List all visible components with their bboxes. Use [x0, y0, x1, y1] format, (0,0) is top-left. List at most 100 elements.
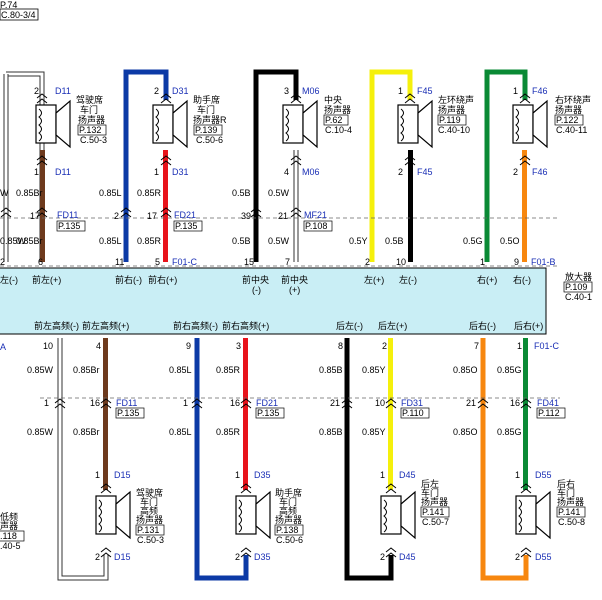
diagram-label: FD41 [537, 398, 559, 408]
diagram-label: 车门 [279, 496, 297, 507]
diagram-label: 0.85B [319, 365, 343, 375]
wire-label: 0.85Br [16, 236, 43, 246]
diagram-label: 0.85L [169, 427, 192, 437]
speaker-name: 助手席 [193, 94, 220, 105]
pin-label: 10 [43, 341, 53, 351]
diagram-label: 驾驶席 [136, 487, 163, 498]
wire-orange-bottom [480, 338, 529, 581]
pin-label: 17 [147, 211, 157, 221]
diagram-label: 21 [330, 398, 340, 408]
speaker-right-surround [512, 93, 548, 166]
page-ref: P.62 [325, 115, 342, 125]
wire-label: 0.5O [500, 236, 520, 246]
terminal-label: 前右(-) [115, 274, 142, 285]
pin-label: 10 [396, 257, 406, 267]
diagram-label: 0.85O [453, 365, 478, 375]
pin-label: 2 [0, 257, 5, 267]
diagram-label: P.131 [137, 525, 159, 535]
top-speaker-labels: 2 D11 驾驶席 车门 扬声器 P.132 C.50-3 1 D11 2 D3… [34, 86, 591, 177]
diagram-label: 0.85O [453, 427, 478, 437]
pin-label: 1 [34, 167, 39, 177]
diagram-label: 扬声器 [557, 496, 584, 507]
diagram-label: D35 [254, 470, 271, 480]
speaker-name: 左环绕声 [438, 94, 474, 105]
speaker-name: 右环绕声 [555, 94, 591, 105]
terminal-label: 后右(+) [514, 320, 543, 331]
diagram-label: D45 [399, 470, 416, 480]
diagram-label: 车门 [140, 496, 158, 507]
top-reference: P.74 C.80-3/4 [0, 0, 39, 21]
diagram-label: D55 [535, 470, 552, 480]
connector-label: A [0, 342, 6, 352]
diagram-label: 0.85B [319, 427, 343, 437]
pin-label: 4 [284, 167, 289, 177]
connector-label: F45 [417, 167, 433, 177]
terminal-label: (+) [289, 285, 300, 295]
amplifier-bottom-terminals: 前左高频(-) 前左高频(+) 前右高频(-) 前右高频(+) 后左(-) 后左… [34, 320, 543, 331]
diagram-label: D45 [399, 552, 416, 562]
diagram-label: 2 [95, 552, 100, 562]
grid-ref: C.50-6 [196, 135, 223, 145]
wire-green-top [484, 69, 528, 262]
wire-yellow-top [369, 69, 413, 262]
wire-red-top [163, 150, 168, 262]
page-ref: P.135 [58, 221, 80, 231]
wire-label: W [0, 188, 9, 198]
diagram-label: 后左 [421, 478, 439, 489]
amplifier-bottom-pins: 10 4 9 3 8 2 7 1 F01-C [43, 341, 560, 351]
diagram-label: 扬声器 [421, 496, 448, 507]
terminal-label: 前左高频(-) [34, 320, 79, 331]
diagram-label: 扬声器 [136, 514, 163, 525]
diagram-label: D15 [114, 552, 131, 562]
diagram-label: 2 [515, 552, 520, 562]
diagram-label: 0.85W [27, 365, 54, 375]
grid-ref: C.50-3 [80, 135, 107, 145]
diagram-label: 0.85L [169, 365, 192, 375]
diagram-label: 0.85G [497, 365, 522, 375]
pin-label: 15 [244, 257, 254, 267]
diagram-label: 10 [375, 398, 385, 408]
pin-label: 1 [513, 86, 518, 96]
diagram-label: C.50-8 [558, 517, 585, 527]
diagram-label: 车门 [421, 487, 439, 498]
terminal-label: 右(+) [477, 274, 497, 285]
diagram-label: 0.85R [216, 427, 241, 437]
connector-label: D31 [172, 86, 189, 96]
speaker-name: 扬声器 [324, 104, 351, 115]
diagram-label: 后右 [557, 478, 575, 489]
connector-label: FD11 [57, 210, 78, 220]
diagram-label: P.112 [538, 408, 560, 418]
wire-label: 0.5Y [349, 236, 368, 246]
grid-ref: C.40-10 [438, 125, 470, 135]
page-ref: P.135 [175, 221, 197, 231]
diagram-label: 1 [235, 470, 240, 480]
amplifier-name: 放大器 [565, 271, 592, 282]
pin-label: 21 [278, 211, 288, 221]
speaker-name: 扬声器 [438, 104, 465, 115]
speaker-name: 车门 [197, 104, 215, 115]
pin-label: 17 [30, 211, 40, 221]
diagram-label: 高频 [279, 505, 297, 516]
connector-label: M06 [302, 86, 320, 96]
pin-label: 4 [96, 341, 101, 351]
terminal-label: 前中央 [242, 274, 269, 285]
diagram-label: 1 [44, 398, 49, 408]
page-ref: P.109 [565, 282, 587, 292]
wire-yellow-bottom [388, 338, 393, 490]
diagram-label: FD21 [256, 398, 278, 408]
page-ref: P.119 [439, 115, 461, 125]
connector-label: F01-C [534, 341, 560, 351]
connector-label: F46 [532, 86, 548, 96]
wire-label: 0.5W [268, 236, 290, 246]
speaker-rear-left [380, 483, 416, 558]
terminal-label: 后左(-) [336, 320, 363, 331]
page-ref: P.139 [195, 125, 217, 135]
wire-label: 0.5W [268, 188, 290, 198]
diagram-label: P.141 [558, 507, 580, 517]
terminal-label: 左(+) [364, 274, 384, 285]
diagram-label: 1 [380, 470, 385, 480]
speaker-name: 扬声器 [78, 114, 105, 125]
terminal-label: 前左高频(+) [82, 320, 129, 331]
terminal-label: (-) [252, 285, 261, 295]
diagram-label: P.135 [117, 408, 139, 418]
